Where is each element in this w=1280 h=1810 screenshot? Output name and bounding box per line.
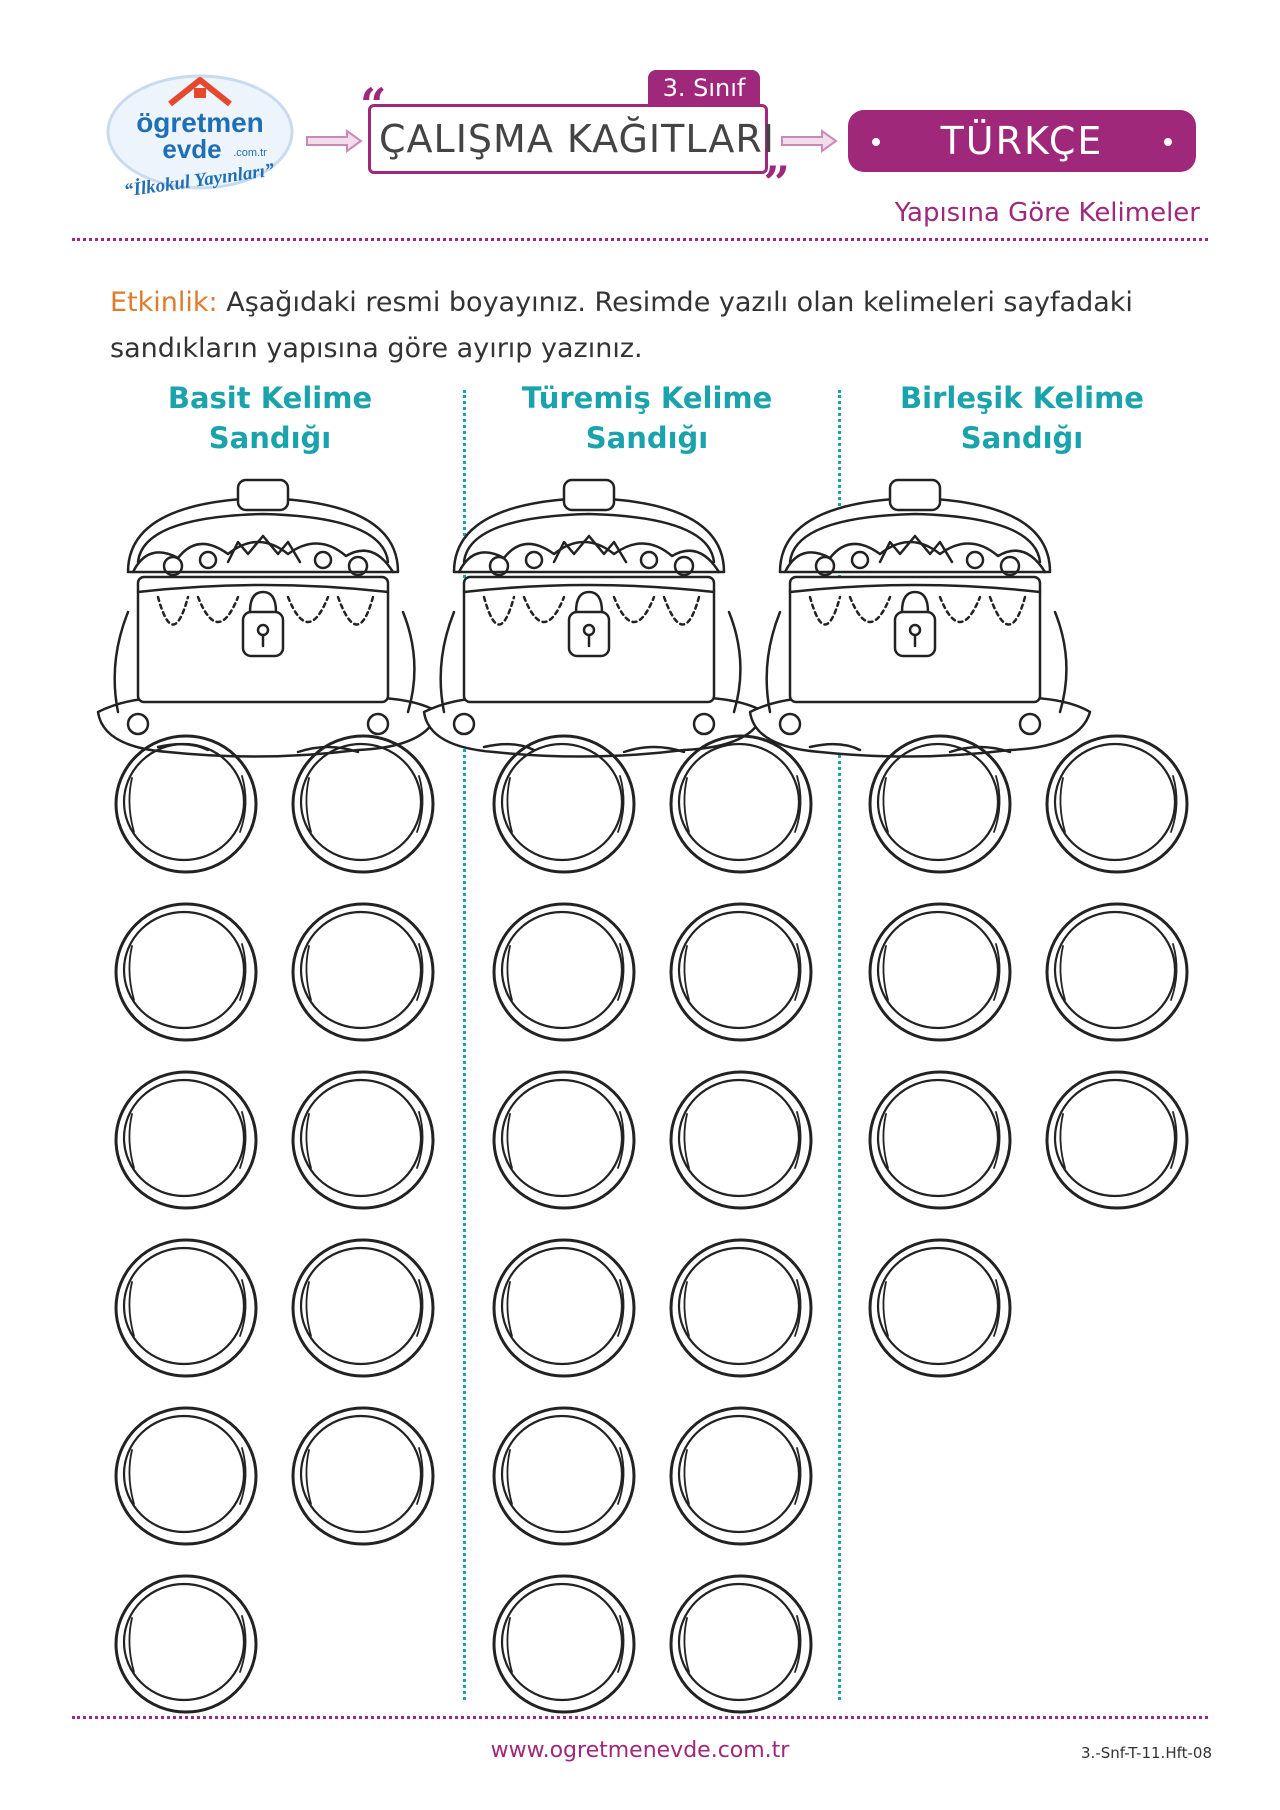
coin-ring-icon[interactable] [289,1064,439,1214]
coin-ring-icon[interactable] [112,728,262,878]
coin-ring-icon[interactable] [112,1232,262,1382]
header-divider [72,238,1208,241]
column-divider [838,390,841,1700]
column-title-simple: Basit Kelime Sandığı [120,378,420,458]
coin-ring-icon[interactable] [667,1400,817,1550]
coin-ring-icon[interactable] [289,728,439,878]
logo-text-sub: evde [162,134,221,164]
coin-ring-icon[interactable] [289,1232,439,1382]
open-quote-icon: “ [360,78,387,132]
coin-ring-icon[interactable] [490,896,640,1046]
coin-ring-icon[interactable] [667,896,817,1046]
coin-ring-icon[interactable] [112,1064,262,1214]
coin-ring-icon[interactable] [289,896,439,1046]
coin-ring-icon[interactable] [490,1232,640,1382]
coin-ring-icon[interactable] [667,1064,817,1214]
coin-ring-icon[interactable] [490,728,640,878]
arrow-right-icon [305,128,363,154]
coin-ring-icon[interactable] [667,1568,817,1718]
topic-label: Yapısına Göre Kelimeler [894,198,1200,228]
column-title-line: Sandığı [208,421,332,455]
coin-ring-icon[interactable] [112,896,262,1046]
logo-text-main: ögretmen [136,107,264,138]
coin-ring-icon[interactable] [112,1400,262,1550]
coin-ring-icon[interactable] [866,1064,1016,1214]
badge-dot-icon [1164,138,1172,146]
footer-divider [72,1716,1208,1719]
subject-badge: TÜRKÇE [848,110,1196,172]
coin-ring-icon[interactable] [667,728,817,878]
coin-ring-icon[interactable] [490,1568,640,1718]
treasure-chest-icon [404,462,774,772]
grade-tag: 3. Sınıf [648,70,760,106]
coin-ring-icon[interactable] [490,1064,640,1214]
coin-ring-icon[interactable] [112,1568,262,1718]
activity-lead: Etkinlik: [110,287,218,318]
footer-url[interactable]: www.ogretmenevde.com.tr [490,1738,790,1763]
treasure-chest-icon [730,462,1100,772]
title-block: 3. Sınıf ÇALIŞMA KAĞITLARI “ ” [360,70,790,210]
page-title: ÇALIŞMA KAĞITLARI [379,117,775,161]
badge-dot-icon [872,138,880,146]
logo-domain: .com.tr [233,147,267,159]
column-title-line: Basit Kelime [167,381,373,415]
column-title-compound: Birleşik Kelime Sandığı [872,378,1172,458]
footer-code: 3.-Snf-T-11.Hft-08 [1081,1744,1212,1762]
column-title-line: Sandığı [960,421,1084,455]
column-title-line: Sandığı [585,421,709,455]
column-title-line: Birleşik Kelime [900,381,1144,415]
activity-text: Aşağıdaki resmi boyayınız. Resimde yazıl… [110,287,1133,364]
coin-ring-icon[interactable] [866,896,1016,1046]
column-divider [463,390,466,1700]
coin-ring-icon[interactable] [490,1400,640,1550]
arrow-right-icon [780,128,838,154]
column-title-derived: Türemiş Kelime Sandığı [497,378,797,458]
coin-ring-icon[interactable] [667,1232,817,1382]
coin-ring-icon[interactable] [866,1232,1016,1382]
brand-logo: ögretmen evde .com.tr “İlkokul Yayınları… [100,62,300,212]
coin-ring-icon[interactable] [1043,1064,1193,1214]
column-title-line: Türemiş Kelime [521,381,773,415]
house-logo-icon: ögretmen evde .com.tr “İlkokul Yayınları… [106,74,294,201]
coin-ring-icon[interactable] [1043,728,1193,878]
treasure-chest-icon [78,462,448,772]
coin-ring-icon[interactable] [289,1400,439,1550]
activity-instructions: Etkinlik: Aşağıdaki resmi boyayınız. Res… [110,280,1170,372]
subject-label: TÜRKÇE [940,119,1104,163]
coin-ring-icon[interactable] [866,728,1016,878]
title-box: ÇALIŞMA KAĞITLARI [368,104,775,174]
close-quote-icon: ” [763,156,790,210]
coin-ring-icon[interactable] [1043,896,1193,1046]
